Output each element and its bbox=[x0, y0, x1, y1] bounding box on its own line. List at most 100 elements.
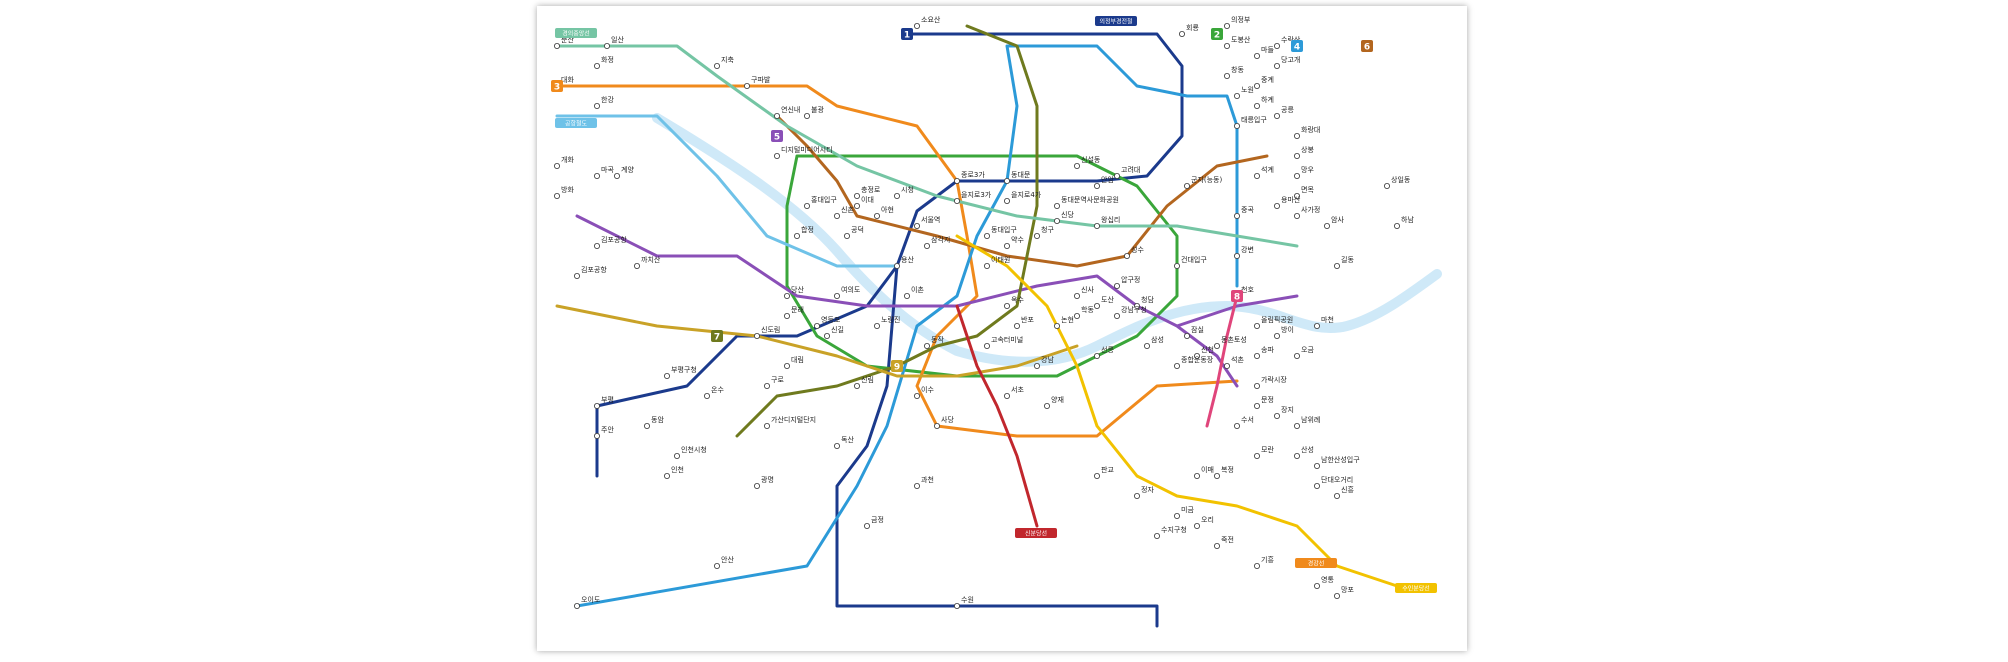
station-dot-noryangjin[interactable] bbox=[873, 322, 880, 329]
station-label-digital[interactable]: 가산디지털단지 bbox=[771, 415, 816, 424]
station-dot-hwarangdae[interactable] bbox=[1294, 133, 1301, 140]
station-dot-oksu[interactable] bbox=[1003, 302, 1010, 309]
station-dot-hwajeong[interactable] bbox=[594, 63, 601, 70]
station-dot-gangbyeon[interactable] bbox=[1234, 252, 1241, 259]
station-label-sadang[interactable]: 사당 bbox=[941, 415, 954, 424]
station-dot-bulgwang[interactable] bbox=[803, 113, 810, 120]
station-label-junggye[interactable]: 중계 bbox=[1261, 75, 1274, 84]
station-label-jongno3ga[interactable]: 종로3가 bbox=[961, 170, 985, 179]
station-dot-ori[interactable] bbox=[1194, 523, 1201, 530]
station-label-gaehwa[interactable]: 개화 bbox=[561, 155, 574, 164]
station-dot-cheongdam[interactable] bbox=[1134, 302, 1141, 309]
station-dot-gimpo[interactable] bbox=[594, 242, 601, 249]
station-label-migeum[interactable]: 미금 bbox=[1181, 505, 1194, 514]
station-label-apgujeong[interactable]: 압구정 bbox=[1121, 275, 1140, 284]
station-dot-sinsa[interactable] bbox=[1074, 292, 1081, 299]
station-dot-bokjeong[interactable] bbox=[1214, 472, 1221, 479]
station-dot-digital[interactable] bbox=[763, 422, 770, 429]
station-dot-oido[interactable] bbox=[574, 603, 581, 610]
station-label-bulgwang[interactable]: 불광 bbox=[811, 105, 824, 114]
station-label-sinchon[interactable]: 신촌 bbox=[841, 205, 854, 214]
station-label-suraksan[interactable]: 수락산 bbox=[1281, 35, 1301, 44]
station-dot-isu[interactable] bbox=[913, 392, 920, 399]
station-label-ahyeon[interactable]: 아현 bbox=[881, 205, 894, 214]
station-label-hapjeong[interactable]: 합정 bbox=[801, 225, 814, 234]
station-label-gyeyang[interactable]: 계양 bbox=[621, 165, 634, 174]
station-dot-gil[interactable] bbox=[1334, 262, 1341, 269]
station-dot-anam[interactable] bbox=[1094, 182, 1101, 189]
station-dot-hangang[interactable] bbox=[594, 103, 601, 110]
station-dot-munrae[interactable] bbox=[783, 312, 790, 319]
station-dot-city_hall[interactable] bbox=[893, 192, 900, 199]
station-dot-garak[interactable] bbox=[1254, 382, 1261, 389]
station-dot-konkuk[interactable] bbox=[1174, 262, 1181, 269]
station-label-ori[interactable]: 오리 bbox=[1201, 515, 1214, 524]
station-dot-samgakji[interactable] bbox=[923, 242, 930, 249]
station-dot-ansan[interactable] bbox=[713, 563, 720, 570]
station-dot-gwacheon[interactable] bbox=[913, 482, 920, 489]
station-label-ddp[interactable]: 동대문역사문화공원 bbox=[1061, 195, 1119, 204]
station-label-sagajeong[interactable]: 사가정 bbox=[1301, 205, 1320, 214]
station-label-chungjeongno[interactable]: 충정로 bbox=[861, 185, 881, 194]
station-dot-macheon[interactable] bbox=[1314, 322, 1321, 329]
station-label-munjeong[interactable]: 문정 bbox=[1261, 395, 1274, 404]
station-dot-gyeyang[interactable] bbox=[614, 172, 621, 179]
station-dot-samseong[interactable] bbox=[1144, 342, 1151, 349]
station-dot-bokjeong2[interactable] bbox=[1294, 422, 1301, 429]
station-dot-incheon[interactable] bbox=[664, 472, 671, 479]
station-dot-pangyo[interactable] bbox=[1094, 472, 1101, 479]
station-label-seokchon[interactable]: 석촌 bbox=[1231, 355, 1244, 364]
station-label-garak[interactable]: 가락시장 bbox=[1261, 375, 1287, 384]
station-label-gwacheon[interactable]: 과천 bbox=[921, 475, 934, 484]
station-dot-sadang[interactable] bbox=[933, 422, 940, 429]
station-label-jamsil[interactable]: 잠실 bbox=[1191, 325, 1204, 334]
station-label-dosan[interactable]: 도산 bbox=[1101, 295, 1114, 304]
station-label-bupyeong_gu[interactable]: 부평구청 bbox=[671, 365, 697, 374]
station-label-ilsan[interactable]: 일산 bbox=[611, 35, 624, 44]
station-dot-onsu[interactable] bbox=[703, 392, 710, 399]
station-dot-uijeongbu[interactable] bbox=[1224, 22, 1231, 29]
station-dot-imae[interactable] bbox=[1194, 472, 1201, 479]
station-label-seolleung[interactable]: 선릉 bbox=[1101, 345, 1114, 354]
station-label-dmc[interactable]: 디지털미디어시티 bbox=[781, 145, 833, 154]
station-dot-jichuk[interactable] bbox=[713, 63, 720, 70]
station-label-yangjae[interactable]: 양재 bbox=[1051, 396, 1064, 404]
station-dot-hoeryong[interactable] bbox=[1179, 30, 1186, 37]
station-dot-songpa[interactable] bbox=[1254, 352, 1261, 359]
station-dot-yeongtong[interactable] bbox=[1314, 583, 1321, 590]
station-label-dongjak[interactable]: 동작 bbox=[931, 335, 944, 344]
station-label-giheung[interactable]: 기흥 bbox=[1261, 555, 1274, 564]
station-dot-taereung[interactable] bbox=[1234, 123, 1241, 130]
station-dot-incheon_cityhall[interactable] bbox=[673, 452, 680, 459]
station-dot-mangu[interactable] bbox=[1294, 172, 1301, 179]
station-dot-dosan[interactable] bbox=[1094, 302, 1101, 309]
station-dot-guro[interactable] bbox=[763, 382, 770, 389]
station-label-jangji[interactable]: 장지 bbox=[1281, 405, 1294, 414]
station-label-gongneung[interactable]: 공릉 bbox=[1281, 106, 1294, 114]
station-label-suseo[interactable]: 수서 bbox=[1241, 415, 1254, 424]
station-dot-suji[interactable] bbox=[1154, 533, 1161, 540]
station-label-yeonsinnae[interactable]: 연신내 bbox=[781, 105, 800, 114]
station-dot-jonghap[interactable] bbox=[1174, 362, 1181, 369]
station-dot-seoul[interactable] bbox=[913, 222, 920, 229]
station-label-guro[interactable]: 구로 bbox=[771, 376, 784, 384]
station-dot-hakdong[interactable] bbox=[1074, 312, 1081, 319]
station-label-magok[interactable]: 마곡 bbox=[601, 165, 614, 174]
station-dot-daelim[interactable] bbox=[783, 362, 790, 369]
station-dot-ahyeon[interactable] bbox=[873, 212, 880, 219]
station-label-sinseol[interactable]: 신설동 bbox=[1081, 155, 1101, 164]
station-label-soyosan[interactable]: 소요산 bbox=[921, 15, 941, 24]
station-dot-sangil[interactable] bbox=[1384, 182, 1391, 189]
station-dot-banpo[interactable] bbox=[1013, 322, 1020, 329]
station-label-city_hall[interactable]: 시청 bbox=[901, 186, 914, 194]
station-label-bokjeong2[interactable]: 남위례 bbox=[1301, 415, 1320, 424]
station-label-incheon[interactable]: 인천 bbox=[671, 465, 684, 474]
station-dot-dongjak[interactable] bbox=[923, 342, 930, 349]
station-label-jeongja[interactable]: 정자 bbox=[1141, 485, 1154, 494]
station-label-gongdeok[interactable]: 공덕 bbox=[851, 225, 864, 234]
station-dot-sillim[interactable] bbox=[853, 382, 860, 389]
station-label-sports[interactable]: 신천 bbox=[1201, 345, 1214, 354]
station-label-dangogae[interactable]: 당고개 bbox=[1281, 55, 1300, 64]
station-label-ansan[interactable]: 안산 bbox=[721, 555, 734, 564]
station-dot-hanam[interactable] bbox=[1394, 222, 1401, 229]
